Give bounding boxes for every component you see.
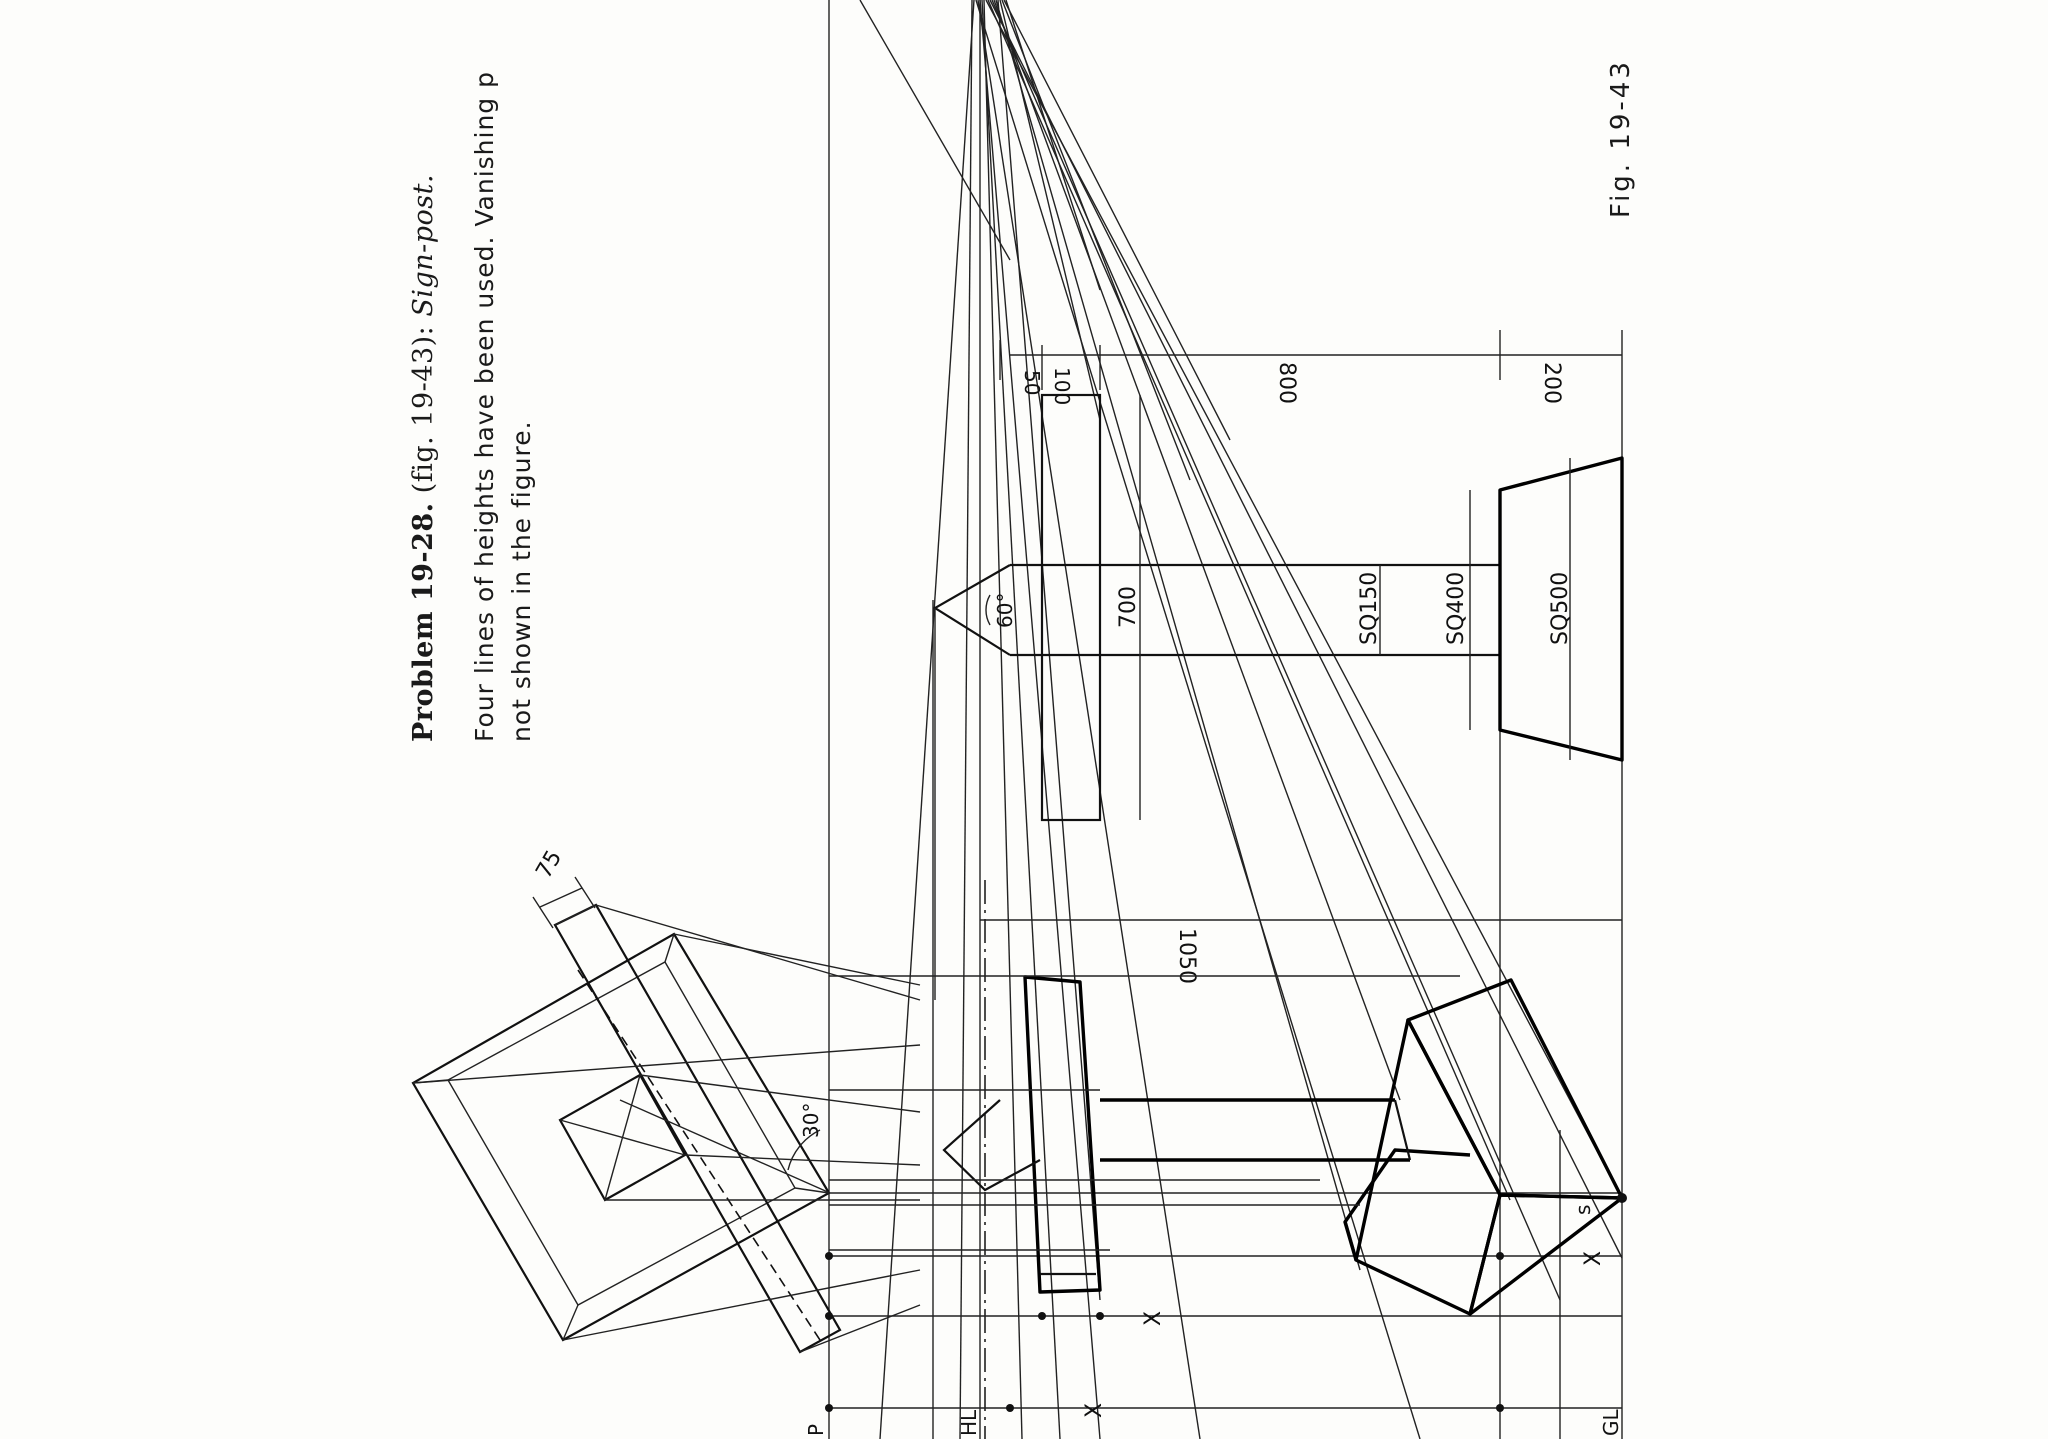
- perspective-base-side: [1406, 978, 1624, 1200]
- dimension-75-label: 75: [532, 846, 568, 883]
- x-marker-1: X: [1141, 1311, 1166, 1326]
- dimension-1050-label: 1050: [1174, 928, 1199, 984]
- plan-view: 30° 75: [411, 846, 1622, 1354]
- hl-label: HL: [957, 1409, 981, 1436]
- angle-30-label: 30°: [799, 1103, 823, 1138]
- perspective-view: X X X s P HL GL: [804, 975, 1627, 1436]
- pp-label: P: [804, 1424, 828, 1436]
- sq150-label: SQ150: [1357, 572, 1382, 645]
- dimension-700-label: 700: [1116, 586, 1141, 628]
- sq400-label: SQ400: [1444, 572, 1469, 645]
- dimension-100-label: 100: [1050, 367, 1074, 405]
- perspective-base-top: [1354, 1018, 1502, 1316]
- elevation-view: 60° SQ150 SQ400 SQ500 700 50 100 800: [932, 330, 1624, 1000]
- perspective-sign-board: [1023, 975, 1102, 1294]
- dimension-800-label: 800: [1274, 362, 1299, 404]
- projection-rays: [859, 0, 1623, 1439]
- angle-60-label: 60°: [993, 593, 1017, 628]
- gl-label: GL: [1599, 1409, 1623, 1436]
- elevation-base: [1498, 456, 1624, 762]
- sq500-label: SQ500: [1548, 572, 1573, 645]
- s-marker: s: [1571, 1205, 1595, 1215]
- x-marker-3: X: [1581, 1251, 1606, 1266]
- x-marker-2: X: [1082, 1403, 1107, 1418]
- reference-lines: [828, 0, 1623, 1439]
- dimension-200-label: 200: [1539, 362, 1564, 404]
- perspective-base-front: [1468, 1193, 1624, 1316]
- elevation-sign-board: [1040, 393, 1102, 822]
- dimension-50-label: 50: [1020, 370, 1044, 395]
